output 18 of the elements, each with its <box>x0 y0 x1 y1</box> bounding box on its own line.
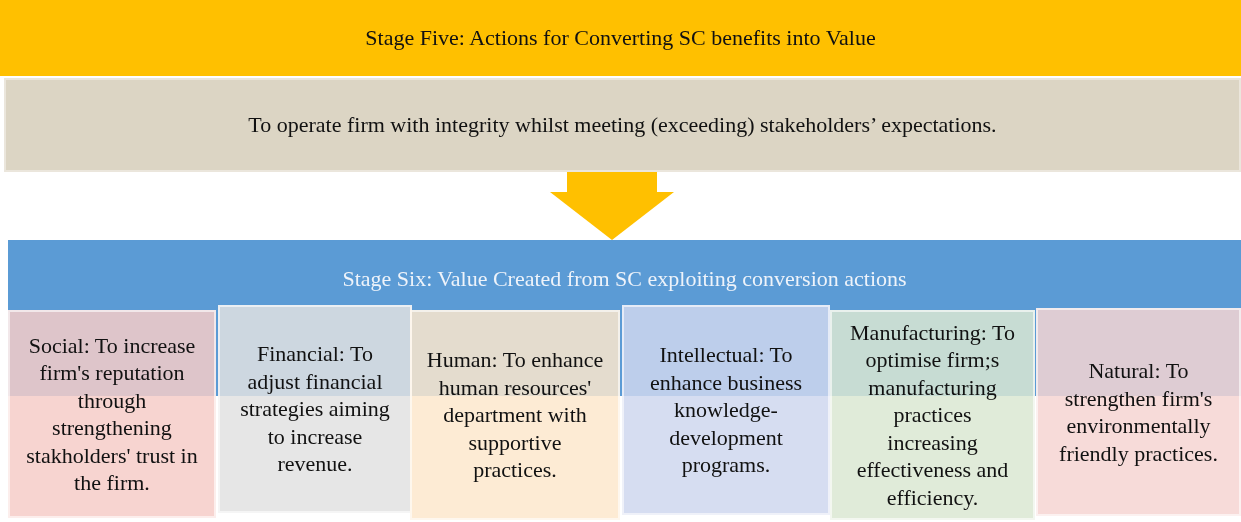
action-box <box>4 78 1241 172</box>
value-card <box>410 310 620 520</box>
value-text: Natural: To strengthen firm's environmentally friendly practices. <box>1058 357 1219 467</box>
down-arrow <box>550 172 674 240</box>
stage-heading: Stage Five: Actions for Converting SC benefits into Value <box>365 25 876 51</box>
value-card <box>1036 308 1241 516</box>
value-card <box>622 305 830 515</box>
value-card <box>8 310 216 518</box>
value-card <box>218 305 412 513</box>
stage-heading: Stage Six: Value Created from SC exploiting conversion actions <box>342 266 907 292</box>
value-card <box>830 310 1035 520</box>
value-text: Manufacturing: To optimise firm;s manufacturing practices increasing effectiveness and efficiency. <box>849 318 1016 512</box>
stage-heading: To operate firm with integrity whilst meeting (exceeding) stakeholders’ expectations. <box>248 112 997 138</box>
value-text: Human: To enhance human resources' department with supportive practices. <box>426 346 604 484</box>
value-text: Financial: To adjust financial strategies aiming to increase revenue. <box>239 340 391 478</box>
value-text: Social: To increase firm's reputation through strengthening stakholders' trust in the firm. <box>25 331 199 497</box>
stage-band <box>0 0 1241 76</box>
value-text: Intellectual: To enhance business knowledge-development programs. <box>648 341 804 479</box>
